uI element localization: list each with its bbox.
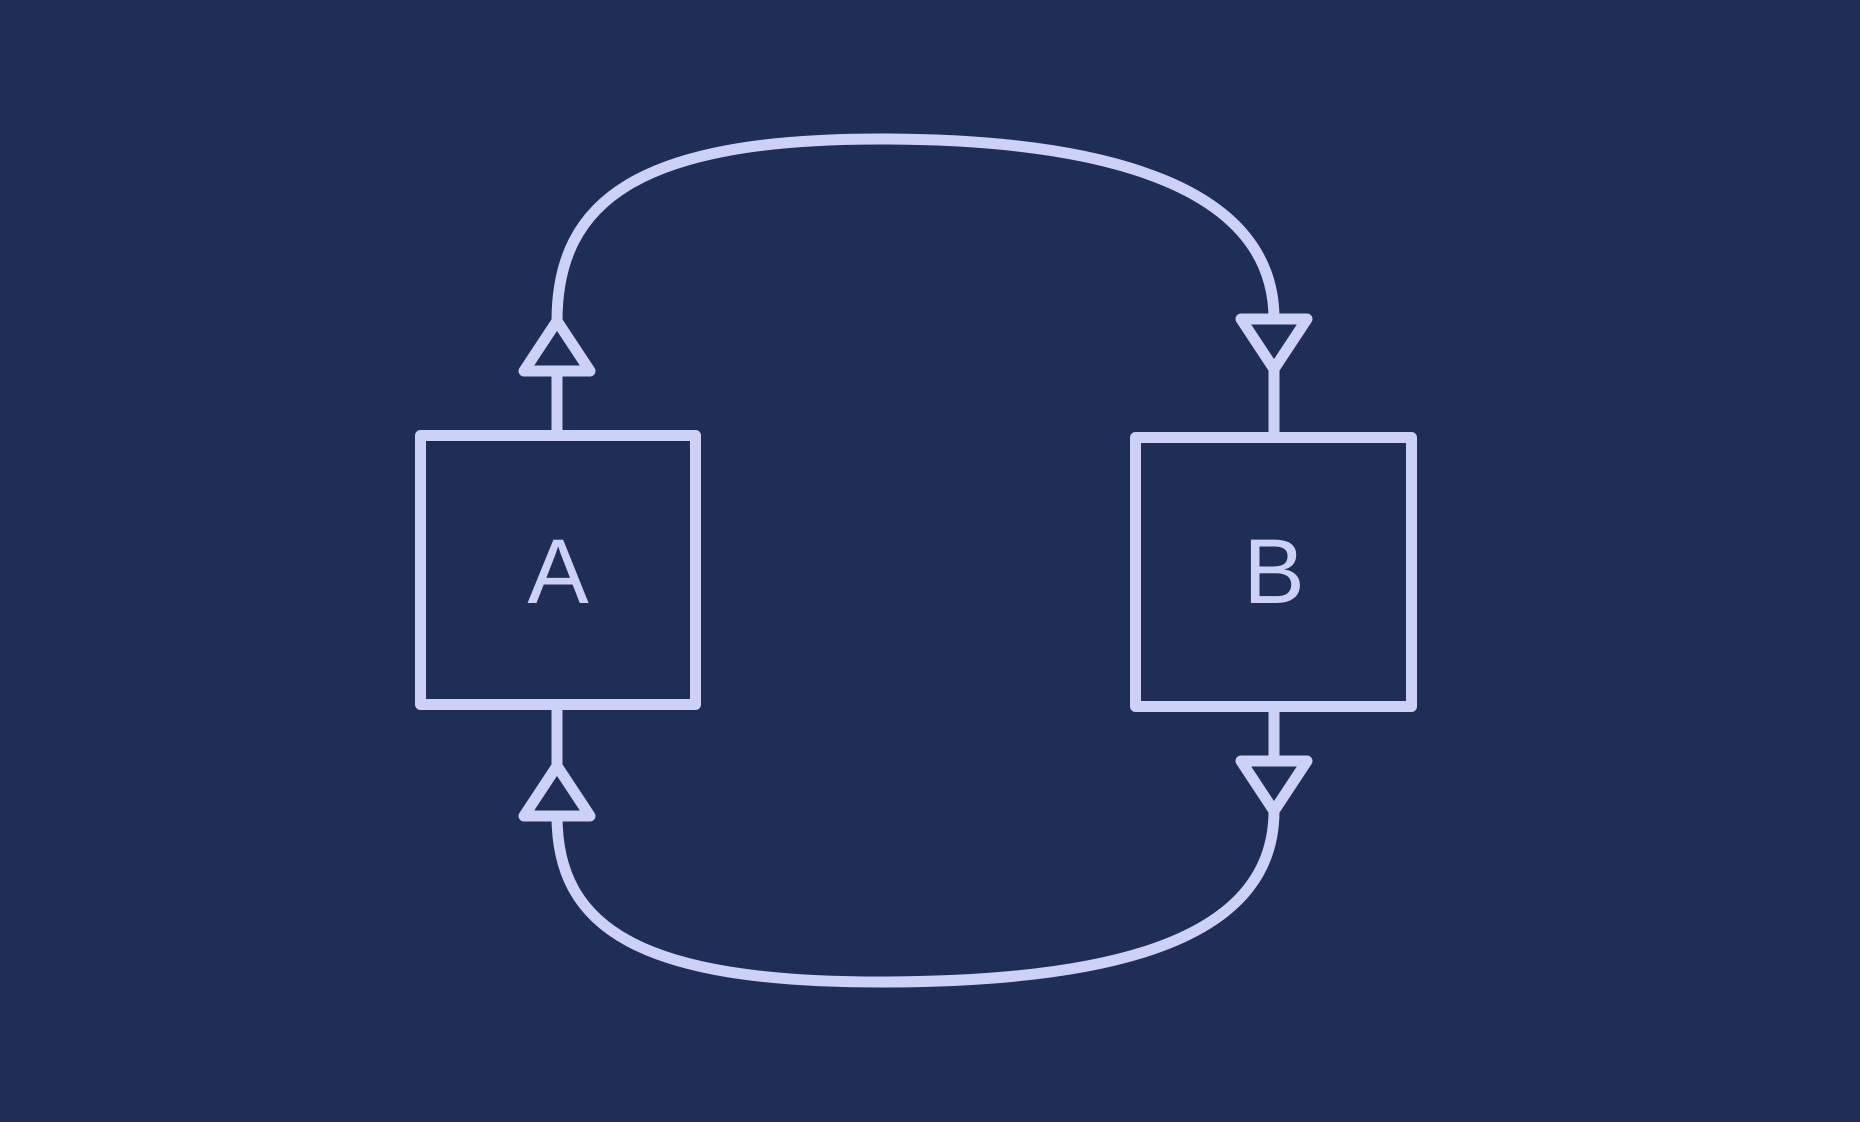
node-a-label: A — [527, 521, 589, 623]
node-b: B — [1130, 432, 1417, 712]
edge-b-to-a — [518, 700, 1313, 988]
node-a: A — [415, 430, 701, 710]
node-b-box — [1130, 432, 1417, 712]
edge-b-to-a-head-arrowhead — [518, 760, 596, 822]
edge-a-to-b-curve — [551, 133, 1280, 327]
node-b-label: B — [1243, 521, 1304, 623]
edge-b-to-a-tail-arrowhead — [1235, 755, 1313, 817]
node-a-box — [415, 430, 701, 710]
edge-b-to-a-curve — [551, 805, 1280, 988]
edge-a-to-b-head-arrowhead — [1235, 313, 1313, 375]
edge-a-to-b-tail-arrowhead — [518, 315, 596, 377]
edge-a-to-b — [518, 133, 1313, 439]
